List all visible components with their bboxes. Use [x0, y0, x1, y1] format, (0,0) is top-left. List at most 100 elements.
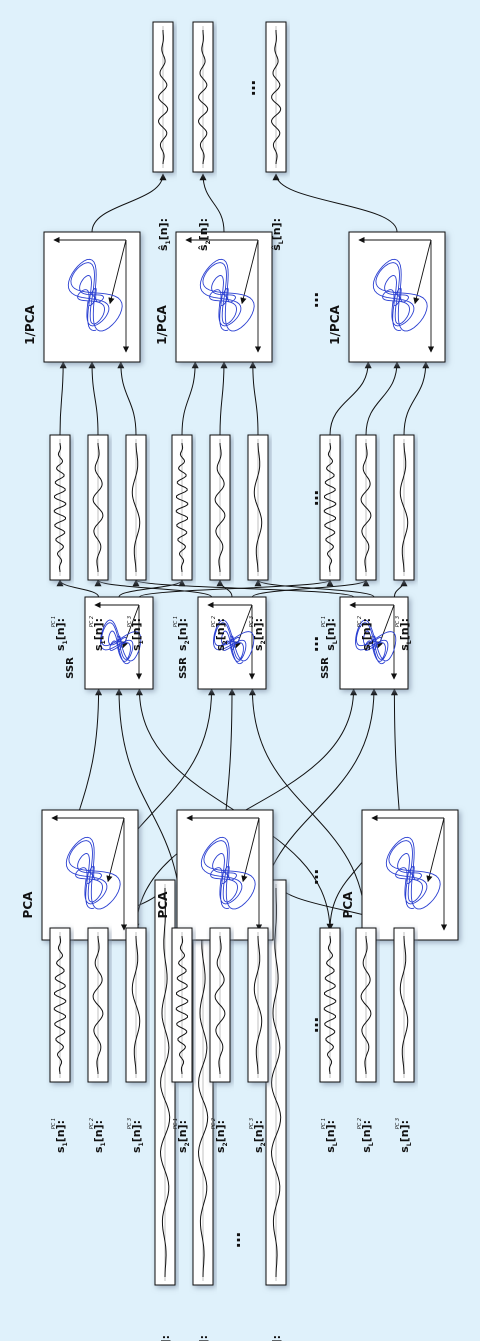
arrow-component-to-inverse-5: [219, 361, 228, 436]
output-signal-label-3-argument: [n]:: [270, 218, 283, 240]
inverse-pca-panel-2-axis-3: [240, 239, 259, 305]
ssr-component-label-2: s1[n]:: [92, 618, 107, 651]
arrow-component-to-inverse-9: [403, 361, 430, 436]
inverse-pca-panel-2-attractor: [199, 258, 255, 332]
ssr-panel-2-attractor: [213, 619, 255, 665]
arrow-component-to-inverse-8: [365, 361, 401, 436]
pca-component-label-6: s2[n]:: [252, 1120, 267, 1153]
input-signal-3-waveform: [270, 888, 282, 1278]
arrow-component-to-inverse-3: [117, 361, 137, 436]
pca-component-label-1-subscript: 1: [62, 1142, 69, 1146]
ssr-component-label-6-subscript: 2: [260, 640, 267, 644]
arrow-ssr-to-component-7: [138, 579, 334, 598]
ssr-component-label-5-argument: [n]:: [214, 618, 227, 640]
ssr-component-label-5-pc-tag: PC 2: [211, 616, 217, 627]
pca-component-label-9-pc-tag: PC 3: [395, 1118, 401, 1129]
pca-label-3: PCA: [341, 891, 355, 919]
ssr-component-label-7-subscript: L: [332, 640, 339, 644]
ellipsis-4: …: [303, 636, 322, 652]
pca-component-label-3-base: s: [130, 1146, 143, 1153]
ssr-component-label-3: s1[n]:: [130, 618, 145, 651]
ssr-component-label-6-argument: [n]:: [252, 618, 265, 640]
input-signal-2-waveform: [197, 888, 209, 1278]
ellipsis-1: …: [225, 1232, 244, 1248]
ellipsis-6: …: [303, 292, 322, 308]
arrow-component-to-inverse-4: [181, 361, 199, 436]
ssr-component-label-5: s2[n]:: [214, 618, 229, 651]
arrow-component-to-inverse-6: [249, 361, 259, 436]
ssr-component-label-2-argument: [n]:: [92, 618, 105, 640]
pca-component-label-9-subscript: L: [406, 1142, 413, 1146]
ssr-label-1: SSR: [65, 657, 76, 679]
arrow-component-to-inverse-7: [329, 361, 372, 436]
ssr-label-2: SSR: [178, 657, 189, 679]
output-signal-label-1-base: ŝ: [157, 244, 170, 251]
inverse-pca-label-2: 1/PCA: [155, 304, 169, 344]
pca-component-label-9-argument: [n]:: [398, 1120, 411, 1142]
ssr-component-7-waveform: [323, 442, 337, 573]
pca-component-4-waveform: [175, 935, 189, 1075]
pca-component-label-3-pc-tag: PC 3: [127, 1118, 133, 1129]
ssr-component-label-9-base: s: [398, 644, 411, 651]
output-signal-3-waveform: [270, 30, 282, 165]
pca-component-label-4: s2[n]:: [176, 1120, 191, 1153]
ssr-component-label-5-subscript: 2: [222, 640, 229, 644]
pca-component-label-4-subscript: 2: [184, 1142, 191, 1146]
input-signal-label-2-argument: [n]:: [197, 1335, 210, 1341]
pca-component-8-waveform: [360, 936, 372, 1074]
inverse-pca-panel-3-attractor: [372, 258, 428, 332]
pca-component-label-6-pc-tag: PC 3: [249, 1118, 255, 1129]
pca-component-label-7-pc-tag: PC 1: [321, 1118, 327, 1129]
inverse-pca-panel-1-axis-3: [108, 239, 127, 305]
pca-component-label-8-argument: [n]:: [360, 1120, 373, 1142]
pca-component-label-2-pc-tag: PC 2: [89, 1118, 95, 1129]
ssr-component-label-8-subscript: L: [368, 640, 375, 644]
ssr-component-label-3-argument: [n]:: [130, 618, 143, 640]
output-signal-label-1: ŝ1[n]:: [157, 218, 172, 251]
inverse-pca-label-3: 1/PCA: [328, 304, 342, 344]
pca-panel-2-axis-3: [241, 817, 260, 883]
pca-component-label-6-argument: [n]:: [252, 1120, 265, 1142]
arrow-component-to-inverse-1: [59, 361, 67, 436]
ssr-component-label-8-base: s: [360, 644, 373, 651]
arrow-ssr-to-component-2: [94, 579, 213, 598]
pca-component-label-3-argument: [n]:: [130, 1120, 143, 1142]
output-signal-label-3-subscript: L: [278, 240, 285, 244]
ssr-component-label-9-subscript: L: [406, 640, 413, 644]
ssr-component-label-2-pc-tag: PC 2: [89, 616, 95, 627]
pca-component-label-5-subscript: 2: [222, 1142, 229, 1146]
ssr-label-3: SSR: [320, 657, 331, 679]
arrow-component-to-inverse-2: [88, 361, 99, 436]
ssr-panel-1-attractor: [100, 619, 142, 665]
ssr-component-label-1-base: s: [54, 644, 67, 651]
ssr-component-label-8-argument: [n]:: [360, 618, 373, 640]
ellipsis-7: …: [240, 80, 259, 96]
output-signal-2-waveform: [197, 30, 209, 165]
ellipsis-2: …: [303, 869, 322, 885]
pca-component-label-5: s2[n]:: [214, 1120, 229, 1153]
ssr-component-label-9-argument: [n]:: [398, 618, 411, 640]
pca-component-6-waveform: [253, 936, 263, 1074]
pca-component-label-2-subscript: 1: [100, 1142, 107, 1146]
pca-component-label-4-pc-tag: PC 1: [173, 1118, 179, 1129]
ssr-component-label-1: s1[n]:: [54, 618, 69, 651]
ssr-component-4-waveform: [175, 442, 189, 573]
pca-component-label-3: s1[n]:: [130, 1120, 145, 1153]
output-signal-label-2-argument: [n]:: [197, 218, 210, 240]
input-signal-label-3-argument: [n]:: [270, 1335, 283, 1341]
pca-component-2-waveform: [92, 936, 104, 1074]
pca-panel-2-attractor: [200, 836, 256, 910]
input-signal-label-1-argument: [n]:: [159, 1335, 172, 1341]
ssr-component-label-6: s2[n]:: [252, 618, 267, 651]
output-signal-label-2-subscript: 2: [205, 240, 212, 244]
pca-component-9-waveform: [399, 936, 409, 1074]
pca-panel-3-axis-3: [426, 817, 445, 883]
pca-component-label-1-base: s: [54, 1146, 67, 1153]
arrow-inverse-to-output-2: [199, 173, 225, 233]
pca-component-label-6-base: s: [252, 1146, 265, 1153]
ssr-component-2-waveform: [92, 443, 104, 572]
output-signal-label-3-base: ŝ: [270, 244, 283, 251]
pca-component-label-2-argument: [n]:: [92, 1120, 105, 1142]
diagram-boxes: [41, 21, 459, 1286]
ssr-component-label-7-pc-tag: PC 1: [321, 616, 327, 627]
